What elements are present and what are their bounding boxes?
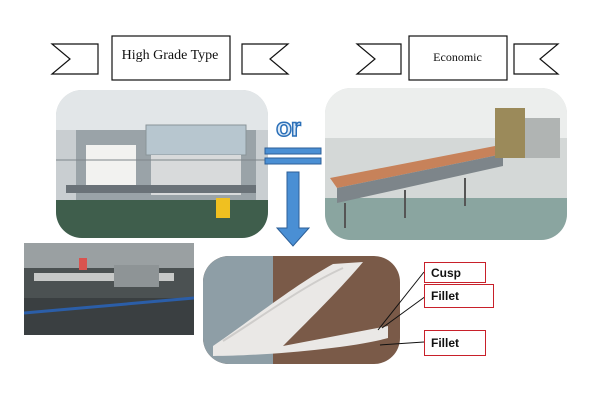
ribbon-shape	[355, 35, 560, 81]
callout-fillet-top: Fillet	[424, 284, 494, 308]
ribbon-shape	[50, 35, 290, 81]
callout-leader-lines	[377, 271, 427, 346]
banner-high-grade-type: High Grade Type	[50, 34, 290, 84]
photo-economic-machine	[325, 88, 567, 240]
banner-label-high-grade: High Grade Type	[121, 48, 219, 63]
photo-high-grade-machine	[56, 90, 268, 238]
or-connector-text: or	[275, 111, 302, 143]
banner-economic: Economic	[355, 34, 560, 84]
banner-label-economic: Economic	[433, 50, 482, 64]
down-arrow-icon	[264, 147, 322, 247]
photo-valve-closeup	[203, 256, 400, 364]
callout-cusp: Cusp	[424, 262, 486, 283]
photo-production-line	[24, 243, 194, 335]
callout-fillet-bottom: Fillet	[424, 330, 486, 356]
